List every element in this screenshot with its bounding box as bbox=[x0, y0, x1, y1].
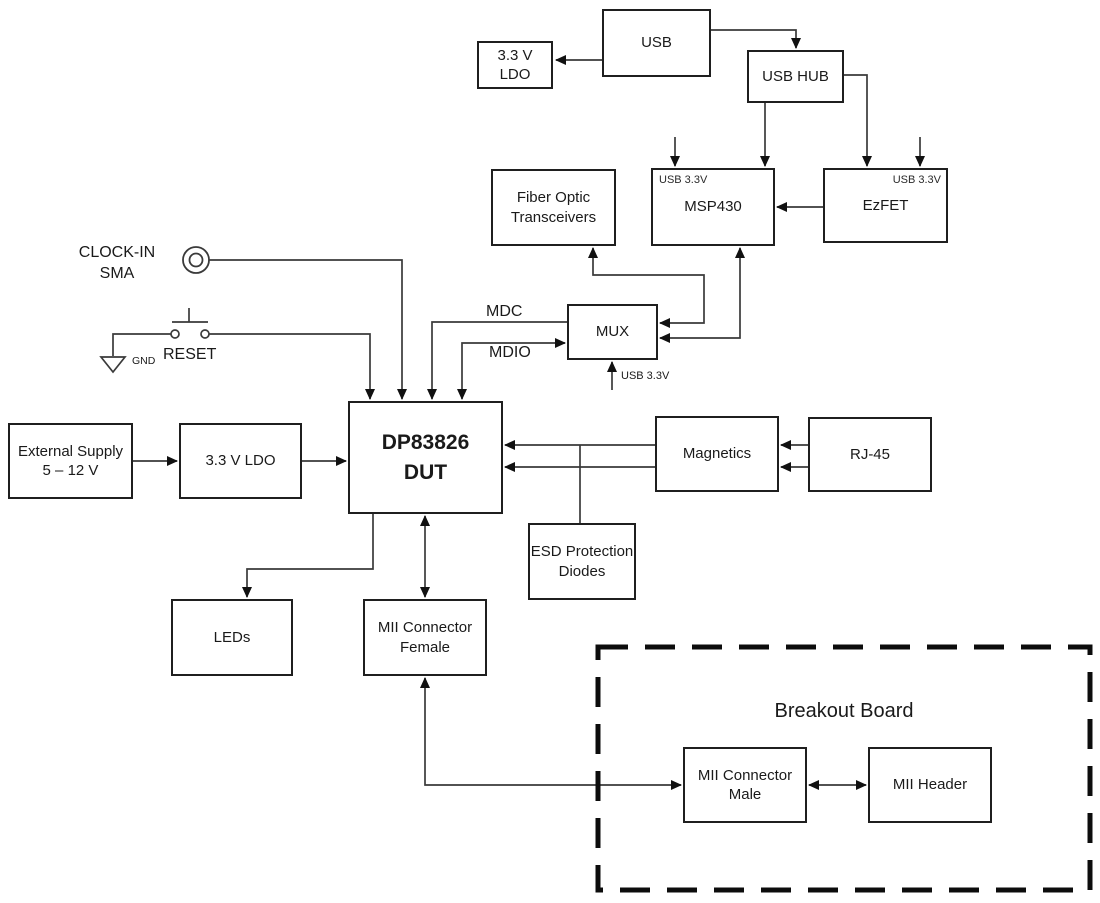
block-rj45: RJ-45 bbox=[808, 417, 932, 492]
breakout-board-title: Breakout Board bbox=[774, 700, 914, 722]
wire-mux-msp430 bbox=[659, 247, 745, 343]
block-external-supply-label: External Supply 5 – 12 V bbox=[17, 442, 124, 480]
block-33v-ldo-label: 3.3 V LDO bbox=[205, 452, 276, 470]
wire-reset-to-dut bbox=[209, 333, 375, 400]
wire-usbhub-to-ezfet bbox=[844, 74, 872, 167]
clock-in-sma-label: CLOCK-IN SMA bbox=[78, 244, 156, 282]
block-leds-label: LEDs bbox=[213, 628, 251, 646]
block-ezfet-label: EzFET bbox=[862, 196, 909, 214]
block-mii-header: MII Header bbox=[868, 747, 992, 823]
block-mii-female-label: MII Connector Female bbox=[377, 619, 473, 656]
ezfet-usb33-label: USB 3.3V bbox=[892, 174, 941, 186]
block-esd-protection-diodes: ESD Protection Diodes bbox=[528, 523, 636, 600]
reset-button-contact-right-icon bbox=[200, 329, 210, 339]
wire-mdc bbox=[427, 321, 567, 400]
block-usb-ldo-label: 3.3 V LDO bbox=[497, 46, 533, 84]
wire-dut-to-leds bbox=[242, 514, 374, 598]
block-mii-connector-male: MII Connector Male bbox=[683, 747, 807, 823]
sma-connector-icon bbox=[182, 246, 210, 274]
reset-button-contact-left-icon bbox=[170, 329, 180, 339]
block-33v-ldo: 3.3 V LDO bbox=[179, 423, 302, 499]
block-dp83826-dut: DP83826 DUT bbox=[348, 401, 503, 514]
block-magnetics-label: Magnetics bbox=[682, 445, 752, 463]
wire-usb-to-usbhub bbox=[711, 29, 801, 49]
gnd-icon bbox=[99, 356, 127, 374]
wire-female-to-male bbox=[420, 677, 682, 790]
mdc-signal-label: MDC bbox=[486, 303, 523, 320]
block-usb: USB bbox=[602, 9, 711, 77]
block-leds: LEDs bbox=[171, 599, 293, 676]
wire-sma-to-dut bbox=[209, 259, 407, 400]
block-dut-label: DP83826 DUT bbox=[381, 431, 470, 484]
mux-usb33-label: USB 3.3V bbox=[621, 370, 670, 382]
block-usb-hub: USB HUB bbox=[747, 50, 844, 103]
block-ezfet: USB 3.3V EzFET bbox=[823, 168, 948, 243]
block-mii-male-label: MII Connector Male bbox=[697, 766, 793, 804]
reset-label: RESET bbox=[163, 346, 217, 363]
block-magnetics: Magnetics bbox=[655, 416, 779, 492]
block-rj45-label: RJ-45 bbox=[849, 445, 890, 463]
block-esd-label: ESD Protection Diodes bbox=[530, 543, 634, 580]
wire-mdio bbox=[457, 338, 566, 400]
block-usb-ldo: 3.3 V LDO bbox=[477, 41, 553, 89]
block-external-supply: External Supply 5 – 12 V bbox=[8, 423, 133, 499]
sma-connector-inner-icon bbox=[188, 252, 204, 268]
block-mux-label: MUX bbox=[595, 323, 630, 341]
breakout-board-outline bbox=[595, 644, 1093, 893]
wire-reset-to-gnd bbox=[112, 333, 171, 356]
block-msp430: USB 3.3V MSP430 bbox=[651, 168, 775, 246]
mdio-signal-label: MDIO bbox=[489, 344, 531, 361]
msp430-usb33-label: USB 3.3V bbox=[659, 174, 708, 186]
block-usb-label: USB bbox=[641, 34, 672, 52]
block-msp430-label: MSP430 bbox=[684, 198, 742, 216]
block-mii-header-label: MII Header bbox=[892, 776, 968, 794]
gnd-label: GND bbox=[132, 355, 156, 367]
block-fiber-optic-transceivers: Fiber Optic Transceivers bbox=[491, 169, 616, 246]
block-mux: MUX bbox=[567, 304, 658, 360]
block-fiber-label: Fiber Optic Transceivers bbox=[510, 189, 597, 226]
block-mii-connector-female: MII Connector Female bbox=[363, 599, 487, 676]
block-usb-hub-label: USB HUB bbox=[762, 67, 829, 85]
